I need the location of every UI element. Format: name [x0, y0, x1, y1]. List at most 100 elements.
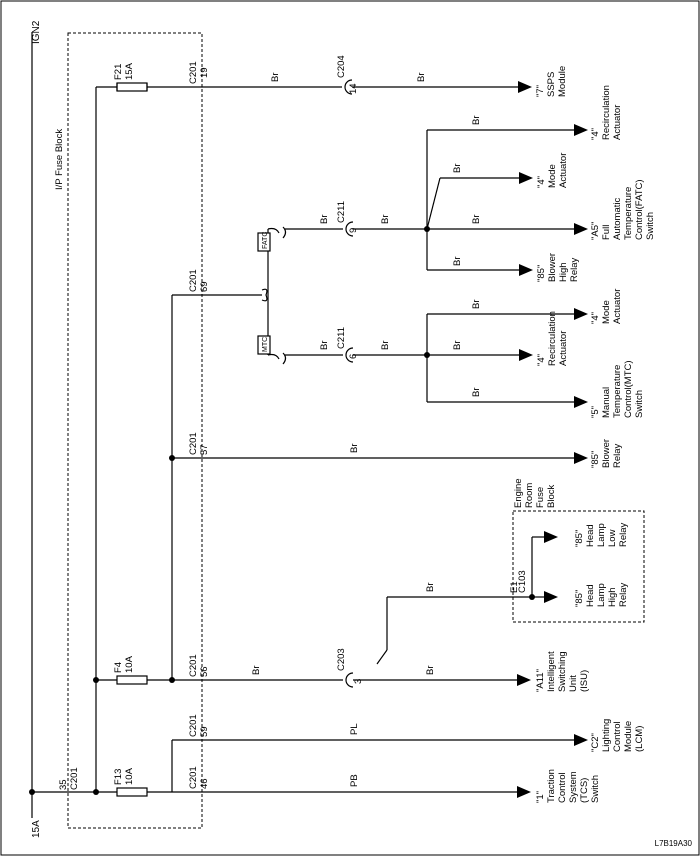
- engine-room-fuse-block-box: [512, 510, 645, 623]
- wire-color-br: Br: [425, 666, 436, 676]
- dest-line: Control: [557, 772, 568, 803]
- engine-block-line: Fuse: [535, 487, 546, 508]
- wire-color-br: Br: [319, 341, 330, 351]
- mtc-tag: MTC: [262, 337, 269, 352]
- engine-block-line: Room: [524, 483, 535, 508]
- fuse-f4: [116, 675, 148, 685]
- fuse-f13: [116, 787, 148, 797]
- dest-head-lamp-high-relay: "85" Head Lamp High Relay: [574, 582, 629, 607]
- c211-fatc-connector: C211: [336, 201, 347, 223]
- figure-id: L7B19A30: [655, 839, 693, 848]
- splice-dot: [169, 455, 175, 461]
- c201-59-pin: 59: [199, 726, 210, 737]
- arrow-mtc-switch: [574, 396, 588, 408]
- arrow-recirc-fatc: [574, 124, 588, 136]
- dest-line: Switch: [645, 212, 656, 240]
- dest-line: Intelligent: [546, 651, 557, 692]
- c203-connector: C203: [336, 648, 347, 671]
- dest-pin: "85": [536, 265, 547, 282]
- c203-branch-slant: [376, 649, 388, 665]
- fatc-tag: FATC: [262, 232, 269, 249]
- dest-line: Switch: [590, 775, 601, 803]
- arrow-hl-low: [544, 531, 558, 543]
- dest-line: Temperature: [612, 365, 623, 418]
- main-connector-label: C201: [69, 767, 80, 790]
- dest-pin: "4": [590, 128, 601, 140]
- dest-pin: "4": [590, 312, 601, 324]
- c201-19-connector: C201: [188, 61, 199, 84]
- wire-color-br: Br: [471, 388, 482, 398]
- mtc-break-mark: [282, 352, 287, 365]
- dest-pin: "4": [536, 354, 547, 366]
- dest-line: Mode: [547, 164, 558, 188]
- wire-color-br: Br: [270, 73, 281, 83]
- dest-line: Manual: [601, 387, 612, 418]
- dest-line: System: [568, 771, 579, 803]
- dest-line: Module: [557, 66, 568, 97]
- arrow-tcs: [517, 786, 531, 798]
- c201-56-connector: C201: [188, 654, 199, 677]
- dest-line: Lighting: [601, 719, 612, 752]
- wire-color-br: Br: [452, 257, 463, 267]
- dest-blower-relay: "85" Blower Relay: [590, 439, 623, 468]
- wire-color-br: Br: [425, 583, 436, 593]
- arrow-fatc-switch: [574, 223, 588, 235]
- splice-points: [29, 226, 535, 795]
- mtc-break-left: [267, 353, 280, 360]
- f4-rating: 10A: [124, 655, 135, 673]
- dest-line: (LCM): [634, 726, 645, 752]
- splice-dot: [169, 677, 175, 683]
- f21-rating: 15A: [124, 62, 135, 80]
- c211-fatc-connector-symbol: [345, 221, 354, 237]
- wire-color-br: Br: [251, 666, 262, 676]
- dest-pin: "C2": [590, 733, 601, 752]
- dest-line: Head: [585, 584, 596, 607]
- dest-line: Traction: [546, 769, 557, 803]
- c211-mtc-pin: 6: [348, 354, 359, 359]
- c204-connector: C204: [336, 55, 347, 78]
- f21-label: F21: [113, 64, 124, 80]
- splice-dot: [93, 789, 99, 795]
- c201-69-pin: 69: [199, 281, 210, 292]
- dest-line: Lamp: [596, 583, 607, 607]
- dest-pin: "4": [536, 176, 547, 188]
- splice-dot: [93, 677, 99, 683]
- engine-block-line: Block: [546, 485, 557, 508]
- wire-color-pl: PL: [349, 723, 360, 735]
- dest-mode-actuator-fatc: "4" Mode Actuator: [536, 153, 569, 188]
- wire-color-pb: PB: [349, 774, 360, 787]
- dest-line: Switch: [634, 390, 645, 418]
- dest-pin: "A5": [590, 222, 601, 240]
- dest-line: Relay: [612, 443, 623, 468]
- c201-57-pin: 57: [199, 444, 210, 455]
- dest-line: Blower: [601, 439, 612, 468]
- dest-lcm: "C2" Lighting Control Module (LCM): [590, 719, 645, 752]
- wire-mode-fatc-slant: [426, 177, 441, 230]
- wire-color-br: Br: [319, 215, 330, 225]
- dest-line: Full: [601, 225, 612, 240]
- c201-46-connector: C201: [188, 766, 199, 789]
- c201-46-pin: 46: [199, 778, 210, 789]
- dest-pin: "85": [574, 590, 585, 607]
- dest-mtc-switch: "5" Manual Temperature Control(MTC) Swit…: [590, 360, 645, 418]
- arrow-isu: [517, 674, 531, 686]
- dest-line: Relay: [618, 522, 629, 547]
- splice-dot: [29, 789, 35, 795]
- splice-dot: [424, 352, 430, 358]
- fatc-break-mark: [282, 226, 287, 239]
- mtc-tag-box: [257, 335, 271, 355]
- f13-label: F13: [113, 769, 124, 785]
- option-split-symbol: [261, 288, 268, 302]
- dest-line: High: [607, 587, 618, 607]
- wire-color-br: Br: [452, 341, 463, 351]
- dest-blower-high-relay: "85" Blower High Relay: [536, 253, 580, 282]
- dest-line: High: [558, 262, 569, 282]
- ip-fuse-block-box: [67, 32, 203, 829]
- dest-tcs-switch: "1" Traction Control System (TCS) Switch: [535, 769, 601, 803]
- c203-pin: 3: [353, 679, 364, 684]
- splice-dot: [529, 594, 535, 600]
- wire-color-br: Br: [416, 73, 427, 83]
- arrow-mode-mtc: [574, 308, 588, 320]
- c201-69-connector: C201: [188, 269, 199, 292]
